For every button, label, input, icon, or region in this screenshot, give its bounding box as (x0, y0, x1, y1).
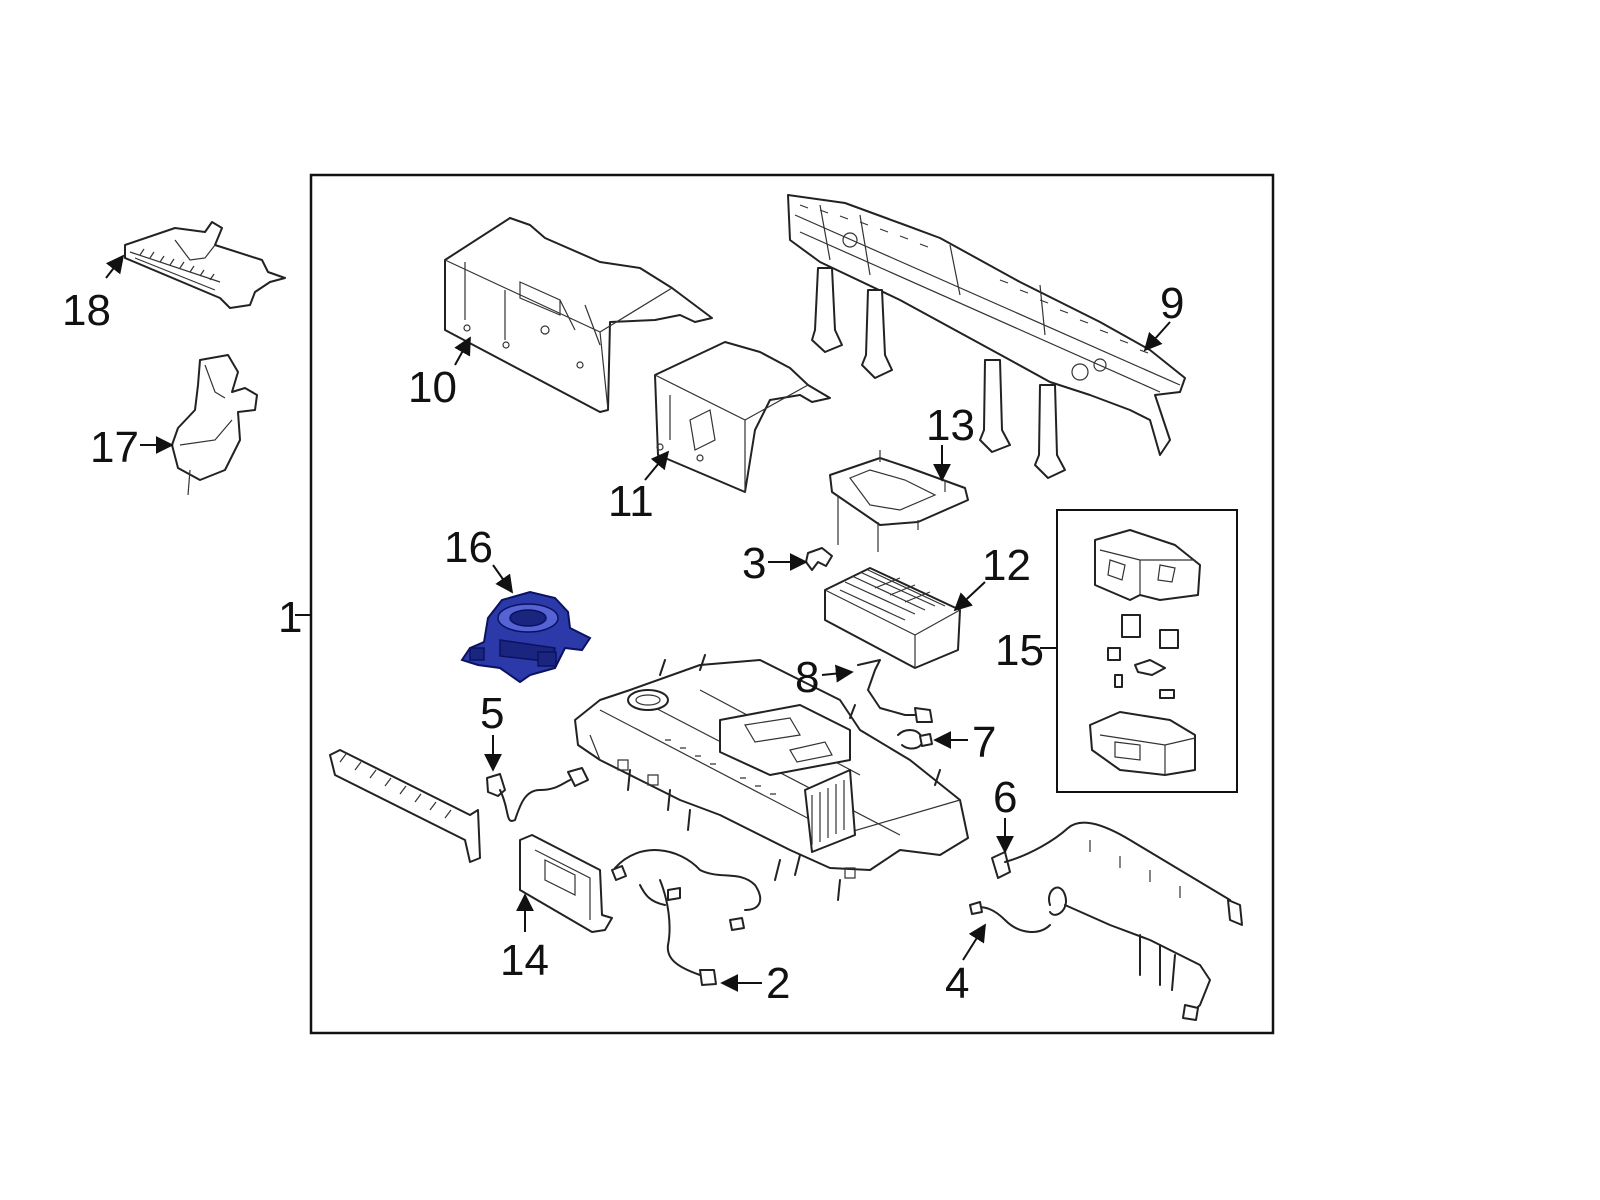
part-11-shield[interactable] (654, 341, 831, 493)
callout-16: 16 (444, 523, 493, 572)
callout-9: 9 (1160, 279, 1184, 328)
part-8-cable[interactable] (857, 659, 933, 723)
callout-13: 13 (926, 401, 975, 450)
callout-6: 6 (993, 773, 1017, 822)
callout-7: 7 (972, 718, 996, 767)
part-14-plate[interactable] (519, 834, 613, 933)
part-15-relay-kit[interactable] (1089, 529, 1201, 776)
part-5-harness[interactable] (486, 767, 589, 822)
callout-14: 14 (500, 936, 549, 985)
part-18-cover[interactable] (124, 221, 286, 309)
callout-18: 18 (62, 286, 111, 335)
leader-lines (105, 254, 1171, 992)
part-4-harness[interactable] (969, 886, 1211, 1021)
callout-5: 5 (480, 689, 504, 738)
assembly-frame (309, 173, 1275, 1035)
part-10-shield[interactable] (444, 217, 713, 413)
part-17-duct[interactable] (171, 354, 258, 496)
callout-12: 12 (982, 541, 1031, 590)
part-9-bracket[interactable] (787, 194, 1186, 479)
callout-4: 4 (945, 959, 969, 1008)
rail-part[interactable] (329, 749, 481, 863)
callout-2: 2 (766, 959, 790, 1008)
callout-1: 1 (278, 593, 302, 642)
part-2-harness[interactable] (611, 849, 762, 986)
callout-11: 11 (608, 477, 654, 526)
part-16-blower[interactable] (460, 590, 592, 684)
part-6-harness[interactable] (991, 821, 1243, 926)
callout-10: 10 (408, 363, 457, 412)
part-12-module[interactable] (824, 567, 961, 669)
part-7-cable[interactable] (897, 729, 933, 750)
callout-labels: 18 17 10 11 9 13 3 12 15 16 1 5 8 7 6 14… (62, 279, 1184, 1008)
callout-3: 3 (742, 539, 766, 588)
relay-kit-frame (1056, 509, 1238, 793)
callout-15: 15 (995, 626, 1044, 675)
part-13-tray[interactable] (829, 450, 969, 552)
part-3-clip[interactable] (805, 547, 833, 571)
callout-8: 8 (795, 653, 819, 702)
callout-17: 17 (90, 423, 139, 472)
main-tray-assembly[interactable] (574, 654, 969, 901)
